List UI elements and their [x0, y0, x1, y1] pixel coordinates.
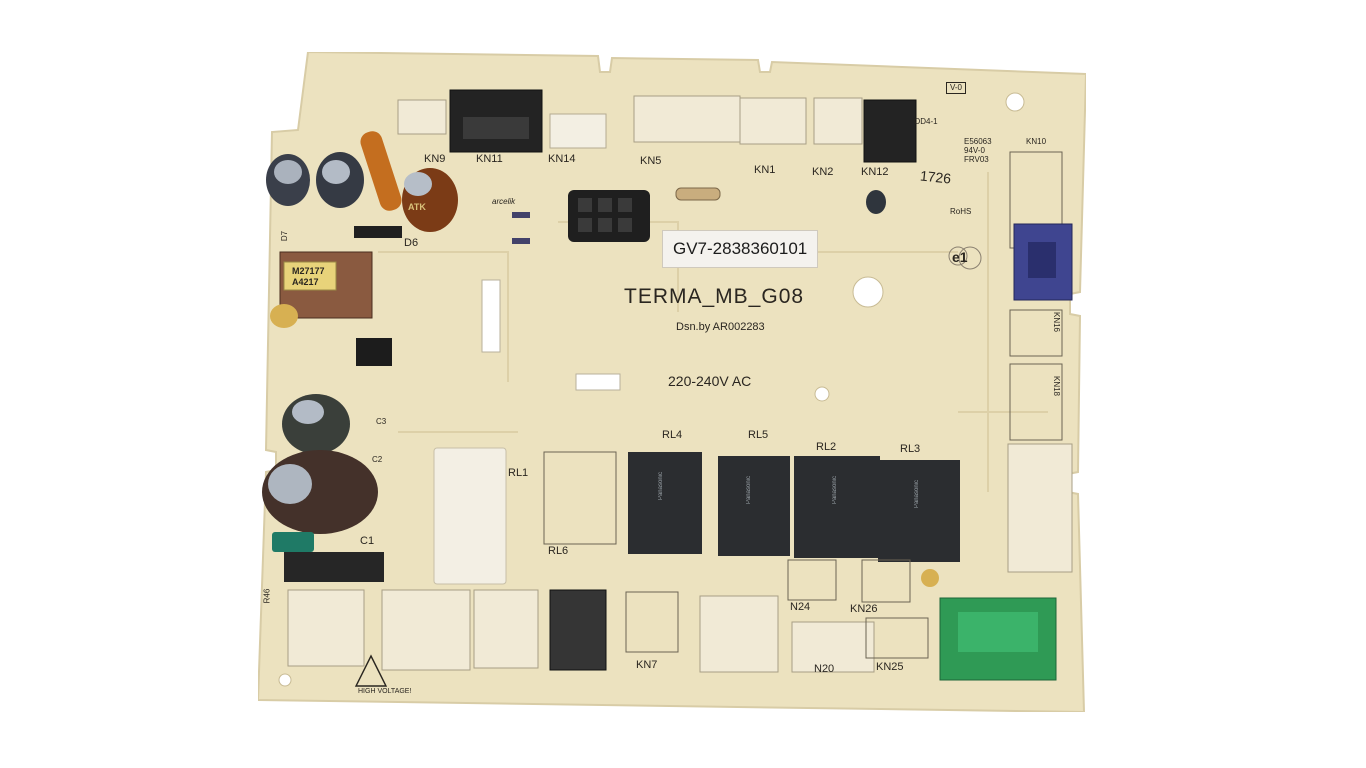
cap-c1 — [272, 532, 314, 552]
label-d6: D6 — [404, 237, 419, 249]
connector-kn25 — [865, 617, 929, 659]
e1-mark: e1 — [952, 249, 968, 265]
relay-rl2 — [794, 456, 880, 558]
label-kn26: KN26 — [850, 603, 878, 615]
connector-kn12 — [863, 99, 917, 163]
connector-n20 — [791, 621, 875, 673]
label-kn10: KN10 — [1026, 137, 1047, 146]
label-c1: C1 — [360, 535, 375, 547]
relay-marking-rl5: Panasonic — [746, 476, 752, 505]
label-kn2: KN2 — [812, 166, 834, 178]
label-kn11: KN11 — [476, 153, 503, 165]
relay-rl3 — [878, 460, 960, 562]
label-rl3: RL3 — [900, 443, 921, 455]
rohs-mark: RoHS — [950, 207, 972, 216]
pcb-board: KN9 KN11 KN14 KN5 KN1 KN2 KN12 KN10 KN16… — [258, 52, 1086, 712]
connector-kn7-footprint — [625, 591, 679, 653]
connector-power — [568, 190, 650, 242]
relay-rl1 — [433, 447, 507, 585]
brand-logo: arcelik — [492, 197, 516, 206]
connector-bottom-3 — [473, 589, 539, 669]
label-r46: R46 — [262, 588, 272, 604]
relay-rl6-footprint — [543, 451, 617, 545]
label-kn14: KN14 — [548, 153, 576, 165]
mount-hole — [1005, 92, 1025, 112]
connector-bottom-4 — [699, 595, 779, 673]
relay-rl5 — [718, 456, 790, 556]
high-voltage-triangle — [354, 654, 388, 687]
cert-v0: V-0 — [946, 82, 967, 94]
label-kn12: KN12 — [861, 166, 889, 178]
label-rl4: RL4 — [662, 429, 683, 441]
label-n20: N20 — [814, 663, 835, 675]
capacitor-orange — [360, 131, 402, 211]
mount-hole — [958, 246, 982, 270]
pcb-drawing — [258, 52, 1086, 712]
label-d7: D7 — [280, 230, 290, 242]
relay-marking-rl4: Panasonic — [658, 472, 664, 501]
connector-kn5 — [633, 95, 741, 143]
transformer-label-1: M27177 — [292, 266, 325, 276]
label-kn25: KN25 — [876, 661, 904, 673]
label-c3: C3 — [376, 417, 387, 426]
label-kn16: KN16 — [1052, 311, 1062, 333]
mount-hole — [278, 673, 292, 687]
label-rl1: RL1 — [508, 467, 529, 479]
connector-kn18 — [1009, 363, 1063, 441]
board-name: TERMA_MB_G08 — [624, 285, 805, 308]
label-rl5: RL5 — [748, 429, 769, 441]
label-kn1: KN1 — [754, 164, 776, 176]
relay-rl4 — [628, 452, 702, 554]
relay-marking-rl3: Panasonic — [914, 480, 920, 509]
mount-hole — [852, 276, 884, 308]
connector-kn26 — [861, 559, 911, 603]
voltage-rating: 220-240V AC — [668, 373, 752, 389]
diode — [354, 226, 402, 238]
designer: Dsn.by AR002283 — [676, 321, 765, 333]
mount-hole — [948, 246, 968, 266]
connector-kn14 — [549, 113, 607, 149]
connector-bottom-1 — [287, 589, 365, 667]
label-kn18: KN18 — [1052, 375, 1062, 397]
relay-marking-rl2: Panasonic — [832, 476, 838, 505]
connector-kn16 — [1009, 309, 1063, 357]
high-voltage-label: HIGH VOLTAGE! — [358, 688, 412, 695]
test-pad — [512, 212, 530, 218]
connector-kn2 — [813, 97, 863, 145]
label-kn9: KN9 — [424, 153, 446, 165]
label-kn5: KN5 — [640, 155, 662, 167]
part-number-sticker: GV7-2838360101 — [662, 230, 819, 268]
label-c2: C2 — [372, 455, 383, 464]
capacitor-label: ATK — [408, 202, 426, 212]
connector-bottom-black — [549, 589, 607, 671]
label-n24: N24 — [790, 601, 811, 613]
cert-code: OD4-1 — [914, 117, 938, 126]
ul-line-2: 94V-0 — [964, 146, 985, 155]
label-rl2: RL2 — [816, 441, 837, 453]
connector-n24 — [787, 559, 837, 601]
capacitor-small — [866, 190, 886, 214]
connector-kn9 — [397, 99, 447, 135]
label-rl6: RL6 — [548, 545, 569, 557]
connector-bottom-2 — [381, 589, 471, 671]
white-part — [481, 279, 501, 353]
test-pad — [512, 238, 530, 244]
mount-hole — [814, 386, 830, 402]
white-part — [575, 373, 621, 391]
ic-chip — [356, 338, 392, 366]
connector-kn1 — [739, 97, 807, 145]
label-kn7: KN7 — [636, 659, 658, 671]
connector-right-white — [1007, 443, 1073, 573]
ul-line-3: FRV03 — [964, 155, 989, 164]
transformer-label-2: A4217 — [292, 277, 319, 287]
cap-yellow — [270, 304, 298, 328]
resistor — [675, 187, 721, 201]
date-code: 1726 — [919, 167, 952, 187]
black-block — [284, 552, 384, 582]
ul-line-1: E56063 — [964, 137, 992, 146]
